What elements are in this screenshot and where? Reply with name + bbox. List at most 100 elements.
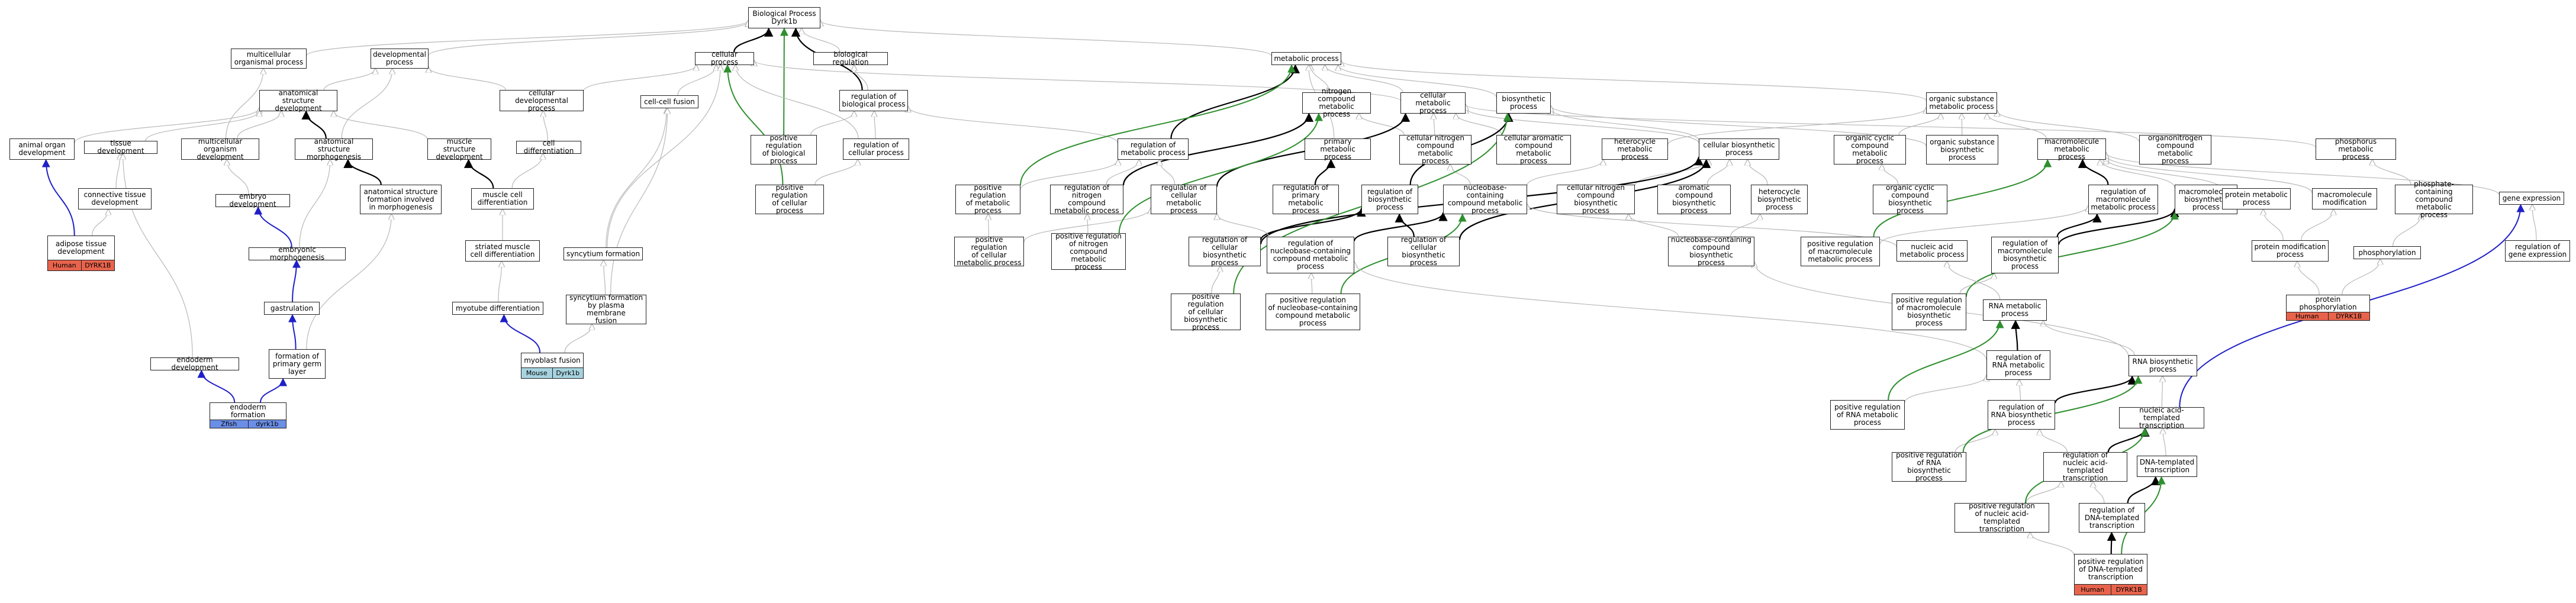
go-term-biological-regulation[interactable]: biological regulation bbox=[813, 51, 888, 66]
go-term-regulation-of-metabolic-process[interactable]: regulation of metabolic process bbox=[1118, 138, 1189, 160]
edge-anatomical-structure-formation-to-anatomical-structure-morphogenesis bbox=[343, 159, 382, 185]
edge-endoderm-formation-to-endoderm-development bbox=[197, 369, 236, 403]
go-term-striated-muscle-cell-differentiation[interactable]: striated muscle cell differentiation bbox=[465, 240, 540, 262]
go-term-anatomical-structure-formation[interactable]: anatomical structure formation involved … bbox=[360, 185, 442, 214]
go-term-positive-regulation-of-dna-templated-transcription[interactable]: positive regulation of DNA-templated tra… bbox=[2074, 554, 2147, 595]
go-term-phosphorus-metabolic-process[interactable]: phosphorus metabolic process bbox=[2316, 137, 2396, 160]
go-term-formation-of-primary-germ-layer[interactable]: formation of primary germ layer bbox=[269, 349, 326, 379]
go-term-aromatic-compound-biosynthetic-process[interactable]: aromatic compound biosynthetic process bbox=[1657, 184, 1731, 215]
go-term-primary-metabolic-process[interactable]: primary metabolic process bbox=[1305, 137, 1371, 160]
edge-protein-metabolic-process-to-macromolecule-metabolic-process bbox=[2106, 159, 2223, 190]
go-term-regulation-of-biological-process[interactable]: regulation of biological process bbox=[839, 90, 908, 111]
go-term-organic-cyclic-compound-metabolic-process[interactable]: organic cyclic compound metabolic proces… bbox=[1834, 134, 1906, 165]
go-term-endoderm-development[interactable]: endoderm development bbox=[150, 356, 239, 372]
go-term-developmental-process[interactable]: developmental process bbox=[371, 49, 429, 69]
go-term-gene-expression[interactable]: gene expression bbox=[2499, 192, 2564, 205]
go-term-embryo-development[interactable]: embryo development bbox=[215, 193, 290, 208]
go-term-syncytium-formation-by-plasma-membrane-fusion[interactable]: syncytium formation by plasma membrane f… bbox=[566, 294, 646, 325]
go-term-anatomical-structure-development[interactable]: anatomical structure development bbox=[259, 89, 337, 112]
go-term-biosynthetic-process[interactable]: biosynthetic process bbox=[1496, 92, 1551, 114]
edge-regulation-of-macromolecule-biosynthetic-process-to-macromolecule-biosynthetic-process bbox=[2057, 208, 2179, 245]
go-term-muscle-structure-development[interactable]: muscle structure development bbox=[427, 137, 491, 160]
edge-syncytium-formation-by-plasma-membrane-fusion-to-cell-cell-fusion bbox=[610, 108, 668, 295]
go-term-regulation-of-rna-metabolic-process[interactable]: regulation of RNA metabolic process bbox=[1986, 350, 2050, 380]
go-term-cellular-aromatic-compound-metabolic-process[interactable]: cellular aromatic compound metabolic pro… bbox=[1496, 134, 1571, 165]
go-term-syncytium-formation[interactable]: syncytium formation bbox=[564, 247, 643, 260]
go-term-nucleobase-containing-compound-metabolic-process[interactable]: nucleobase-containing compound metabolic… bbox=[1443, 184, 1527, 215]
go-term-macromolecule-modification[interactable]: macromolecule modification bbox=[2312, 188, 2377, 209]
go-term-phosphorylation[interactable]: phosphorylation bbox=[2353, 246, 2421, 259]
go-term-multicellular-organism-development[interactable]: multicellular organism development bbox=[181, 137, 259, 160]
go-term-positive-regulation-of-metabolic-process[interactable]: positive regulation of metabolic process bbox=[955, 184, 1020, 215]
go-term-organic-cyclic-compound-biosynthetic-process[interactable]: organic cyclic compound biosynthetic pro… bbox=[1873, 184, 1947, 215]
go-term-gastrulation[interactable]: gastrulation bbox=[264, 302, 320, 315]
go-term-positive-regulation-of-nitrogen-compound-metabolic-process[interactable]: positive regulation of nitrogen compound… bbox=[1051, 232, 1126, 270]
go-term-cellular-biosynthetic-process[interactable]: cellular biosynthetic process bbox=[1699, 138, 1779, 160]
go-term-cell-cell-fusion[interactable]: cell-cell fusion bbox=[640, 95, 698, 108]
go-term-rna-metabolic-process[interactable]: RNA metabolic process bbox=[1983, 299, 2047, 321]
go-term-positive-regulation-of-cellular-process[interactable]: positive regulation of cellular process bbox=[755, 184, 824, 215]
go-term-regulation-of-rna-biosynthetic-process[interactable]: regulation of RNA biosynthetic process bbox=[1988, 400, 2055, 430]
go-term-animal-organ-development[interactable]: animal organ development bbox=[9, 138, 75, 160]
go-term-regulation-of-cellular-biosynthetic-process[interactable]: regulation of cellular biosynthetic proc… bbox=[1387, 236, 1460, 267]
go-term-regulation-of-primary-metabolic-process[interactable]: regulation of primary metabolic process bbox=[1273, 184, 1339, 215]
edge-macromolecule-modification-to-macromolecule-metabolic-process bbox=[2106, 156, 2313, 194]
go-term-dna-templated-transcription[interactable]: DNA-templated transcription bbox=[2137, 456, 2197, 477]
go-term-metabolic-process[interactable]: metabolic process bbox=[1271, 52, 1341, 65]
go-term-regulation-of-nitrogen-compound-metabolic-process[interactable]: regulation of nitrogen compound metaboli… bbox=[1050, 184, 1123, 215]
go-term-positive-regulation-of-macromolecule-biosynthetic-process[interactable]: positive regulation of macromolecule bio… bbox=[1892, 294, 1966, 330]
go-term-regulation-of-macromolecule-metabolic-process[interactable]: regulation of macromolecule metabolic pr… bbox=[2088, 185, 2158, 214]
go-term-nucleobase-containing-compound-biosynthetic-process[interactable]: nucleobase-containing compound biosynthe… bbox=[1668, 236, 1754, 267]
go-term-positive-regulation-of-cellular-biosynthetic-process[interactable]: positive regulation of cellular biosynth… bbox=[1171, 292, 1241, 331]
go-term-regulation-of-gene-expression[interactable]: regulation of gene expression bbox=[2505, 240, 2570, 262]
go-term-positive-regulation-of-rna-biosynthetic-process[interactable]: positive regulation of RNA biosynthetic … bbox=[1892, 452, 1966, 482]
go-term-cellular-metabolic-process[interactable]: cellular metabolic process bbox=[1400, 91, 1466, 114]
go-term-positive-regulation-of-biological-process[interactable]: positive regulation of biological proces… bbox=[751, 134, 817, 165]
go-term-cellular-nitrogen-compound-metabolic-process[interactable]: cellular nitrogen compound metabolic pro… bbox=[1399, 134, 1471, 165]
go-term-cellular-nitrogen-compound-biosynthetic-process[interactable]: cellular nitrogen compound biosynthetic … bbox=[1557, 184, 1635, 215]
go-term-heterocycle-metabolic-process[interactable]: heterocycle metabolic process bbox=[1602, 137, 1668, 160]
go-term-positive-regulation-of-macromolecule-metabolic-process[interactable]: positive regulation of macromolecule met… bbox=[1801, 237, 1880, 266]
go-term-muscle-cell-differentiation[interactable]: muscle cell differentiation bbox=[471, 188, 534, 209]
species-label: Human bbox=[52, 262, 76, 269]
go-term-tissue-development[interactable]: tissue development bbox=[84, 140, 157, 155]
go-term-protein-metabolic-process[interactable]: protein metabolic process bbox=[2222, 188, 2291, 209]
go-term-regulation-of-biosynthetic-process[interactable]: regulation of biosynthetic process bbox=[1361, 185, 1418, 214]
go-term-regulation-of-nucleobase-containing-compound-metabolic-process[interactable]: regulation of nucleobase-containing comp… bbox=[1267, 237, 1354, 273]
go-term-regulation-of-macromolecule-biosynthetic-process[interactable]: regulation of macromolecule biosynthetic… bbox=[1991, 237, 2059, 273]
go-term-cellular-developmental-process[interactable]: cellular developmental process bbox=[500, 89, 584, 112]
go-term-cell-differentiation[interactable]: cell differentiation bbox=[516, 140, 581, 155]
go-term-connective-tissue-development[interactable]: connective tissue development bbox=[78, 188, 152, 209]
go-term-phosphate-containing-compound-metabolic-process[interactable]: phosphate-containing compound metabolic … bbox=[2395, 180, 2473, 218]
go-term-positive-regulation-of-nucleobase-containing-compound-metabolic-process[interactable]: positive regulation of nucleobase-contai… bbox=[1266, 294, 1360, 330]
go-term-organic-substance-metabolic-process[interactable]: organic substance metabolic process bbox=[1926, 92, 1997, 114]
go-term-positive-regulation-of-rna-metabolic-process[interactable]: positive regulation of RNA metabolic pro… bbox=[1830, 400, 1905, 430]
go-term-embryonic-morphogenesis[interactable]: embryonic morphogenesis bbox=[249, 246, 346, 262]
go-term-rna-biosynthetic-process[interactable]: RNA biosynthetic process bbox=[2129, 355, 2197, 376]
go-term-regulation-of-cellular-metabolic-process[interactable]: regulation of cellular metabolic process bbox=[1151, 184, 1217, 215]
go-term-nitrogen-compound-metabolic-process[interactable]: nitrogen compound metabolic process bbox=[1302, 88, 1371, 118]
go-term-protein-modification-process[interactable]: protein modification process bbox=[2252, 240, 2329, 262]
go-term-bp[interactable]: Biological Process Dyrk1b bbox=[748, 7, 820, 28]
go-term-regulation-of-cellular-process[interactable]: regulation of cellular process bbox=[843, 138, 909, 160]
go-term-nucleic-acid-metabolic-process[interactable]: nucleic acid metabolic process bbox=[1896, 240, 1968, 262]
go-term-positive-regulation-of-nucleic-acid-templated-transcription[interactable]: positive regulation of nucleic acid-temp… bbox=[1954, 502, 2049, 533]
go-term-myotube-differentiation[interactable]: myotube differentiation bbox=[452, 302, 543, 315]
go-term-macromolecule-metabolic-process[interactable]: macromolecule metabolic process bbox=[2037, 137, 2106, 160]
go-term-positive-regulation-of-cellular-metabolic-process[interactable]: positive regulation of cellular metaboli… bbox=[954, 236, 1024, 267]
go-term-organonitrogen-compound-metabolic-process[interactable]: organonitrogen compound metabolic proces… bbox=[2139, 134, 2211, 165]
go-term-multicellular-organismal-process[interactable]: multicellular organismal process bbox=[231, 49, 307, 69]
go-term-organic-substance-biosynthetic-process[interactable]: organic substance biosynthetic process bbox=[1926, 135, 1998, 165]
go-term-cellular-process[interactable]: cellular process bbox=[695, 51, 754, 66]
go-term-anatomical-structure-morphogenesis[interactable]: anatomical structure morphogenesis bbox=[295, 137, 373, 160]
go-term-regulation-of-dna-templated-transcription[interactable]: regulation of DNA-templated transcriptio… bbox=[2079, 503, 2145, 533]
go-term-regulation-of-cellular-biosynthetic-process-top[interactable]: regulation of cellular biosynthetic proc… bbox=[1189, 236, 1261, 267]
go-term-heterocycle-biosynthetic-process[interactable]: heterocycle biosynthetic process bbox=[1751, 185, 1808, 214]
go-term-regulation-of-nucleic-acid-templated-transcription[interactable]: regulation of nucleic acid-templated tra… bbox=[2043, 452, 2127, 482]
go-term-nucleic-acid-templated-transcription[interactable]: nucleic acid-templated transcription bbox=[2119, 406, 2204, 429]
edge-positive-regulation-of-dna-templated-transcription-to-positive-regulation-of-nucleic-acid-templated-transcription bbox=[2030, 533, 2075, 556]
